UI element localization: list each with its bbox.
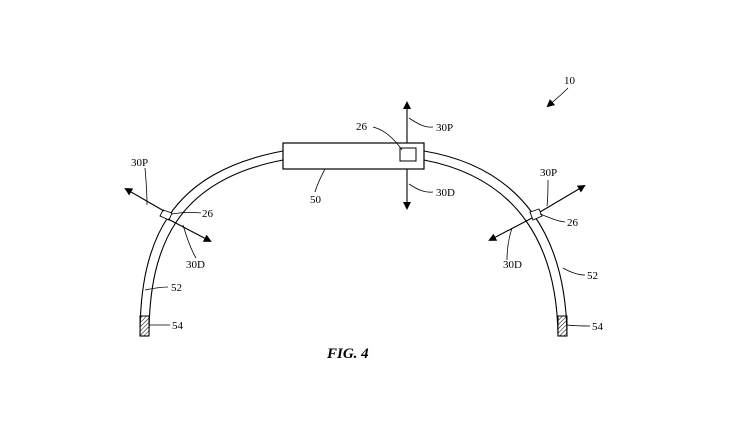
label-54-left: 54 <box>172 320 184 332</box>
label-30d-top: 30D <box>436 187 455 199</box>
arrow-30d-right <box>488 217 533 241</box>
label-30p-left: 30P <box>131 157 148 169</box>
label-26-right: 26 <box>567 217 579 229</box>
label-54-right: 54 <box>592 321 604 333</box>
label-52-left: 52 <box>171 282 182 294</box>
arrow-30p-right <box>539 184 586 213</box>
arrow-30p-left <box>124 187 165 212</box>
device-arrow <box>546 87 569 108</box>
label-30d-left: 30D <box>186 259 205 271</box>
label-52-right: 52 <box>587 270 598 282</box>
label-10: 10 <box>564 75 576 87</box>
label-50: 50 <box>310 194 322 206</box>
sensor-top <box>399 147 417 162</box>
label-30p-right: 30P <box>540 167 557 179</box>
sensor-right <box>529 208 543 221</box>
label-30p-top: 30P <box>436 122 453 134</box>
band-left <box>139 150 284 337</box>
label-30d-right: 30D <box>503 259 522 271</box>
leader-lines <box>144 117 591 327</box>
end-cap-right <box>557 315 568 337</box>
label-26-left: 26 <box>202 208 214 220</box>
figure-caption: FIG. 4 <box>326 346 369 362</box>
sensor-left <box>159 209 173 221</box>
end-cap-left <box>139 315 150 337</box>
arrow-30d-left <box>167 218 212 242</box>
label-26-top: 26 <box>356 121 368 133</box>
